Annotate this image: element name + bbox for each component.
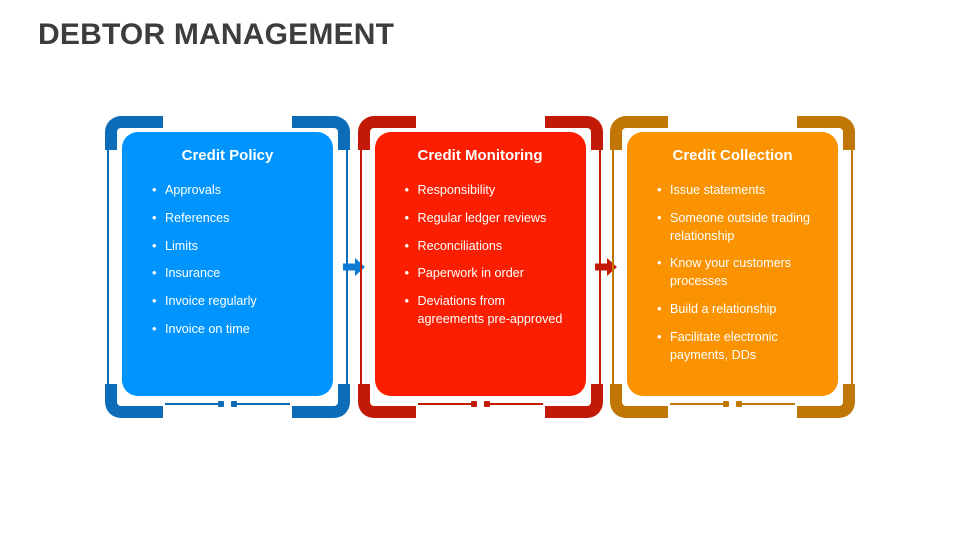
list-item: References	[152, 209, 317, 228]
list-item: Build a relationship	[657, 300, 822, 319]
card-credit-policy[interactable]: Credit Policy Approvals References Limit…	[105, 116, 350, 418]
card-title: Credit Collection	[672, 147, 793, 164]
list-item: Facilitate electronic payments, DDs	[657, 328, 822, 365]
frame-rail-right	[851, 134, 853, 400]
frame-tick-right	[231, 401, 290, 407]
list-item: Reconciliations	[405, 237, 570, 256]
frame-tick-left	[165, 401, 224, 407]
frame-rail-left	[612, 134, 614, 400]
arrow-right-icon-2	[595, 258, 618, 277]
frame-tick-left	[417, 401, 477, 407]
list-item: Deviations from agreements pre-approved	[405, 292, 570, 329]
card-panel: Credit Collection Issue statements Someo…	[627, 132, 838, 396]
card-title: Credit Policy	[181, 147, 274, 164]
arrow-right-icon-1	[342, 258, 365, 277]
frame-rail-left	[107, 134, 109, 400]
process-flow: Credit Policy Approvals References Limit…	[105, 116, 855, 418]
frame-tick-right	[483, 401, 543, 407]
card-title: Credit Monitoring	[417, 147, 543, 164]
list-item: Insurance	[152, 264, 317, 283]
list-item: Regular ledger reviews	[405, 209, 570, 228]
arrow-slot-1	[342, 116, 365, 418]
list-item: Responsibility	[405, 181, 570, 200]
list-item: Paperwork in order	[405, 264, 570, 283]
list-item: Issue statements	[657, 181, 822, 200]
card-credit-monitoring[interactable]: Credit Monitoring Responsibility Regular…	[357, 116, 603, 418]
card-bullet-list: Approvals References Limits Insurance In…	[130, 181, 325, 339]
list-item: Approvals	[152, 181, 317, 200]
card-panel: Credit Policy Approvals References Limit…	[122, 132, 333, 396]
card-bullet-list: Responsibility Regular ledger reviews Re…	[383, 181, 578, 329]
arrow-slot-2	[595, 116, 618, 418]
frame-tick-left	[670, 401, 729, 407]
list-item: Limits	[152, 237, 317, 256]
list-item: Someone outside trading relationship	[657, 209, 822, 246]
list-item: Know your customers processes	[657, 254, 822, 291]
card-panel: Credit Monitoring Responsibility Regular…	[374, 132, 586, 396]
page-title: DEBTOR MANAGEMENT	[38, 18, 395, 51]
list-item: Invoice regularly	[152, 292, 317, 311]
frame-tick-right	[736, 401, 795, 407]
card-credit-collection[interactable]: Credit Collection Issue statements Someo…	[610, 116, 855, 418]
frame-rail-left	[359, 134, 362, 400]
card-bullet-list: Issue statements Someone outside trading…	[635, 181, 830, 365]
list-item: Invoice on time	[152, 320, 317, 339]
